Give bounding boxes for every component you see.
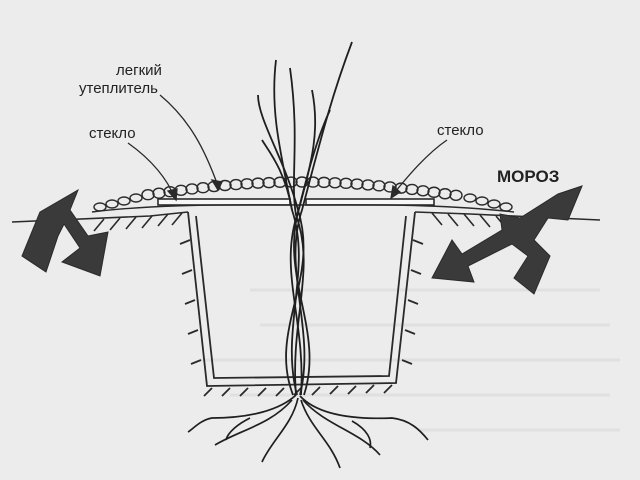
insulation-coil <box>361 179 375 191</box>
insulation-coil <box>383 181 397 193</box>
insulation-coil <box>262 176 276 189</box>
insulation-coil <box>427 186 441 198</box>
label-glass-left: стекло <box>89 125 136 142</box>
insulation-coil <box>185 183 199 195</box>
insulation-coil <box>129 193 143 203</box>
insulation-coil <box>295 176 309 188</box>
insulation-coil <box>105 199 119 209</box>
insulation-coil <box>117 196 131 206</box>
label-light-insulation-line2: утеплитель <box>79 80 158 97</box>
insulation-coil <box>240 178 254 190</box>
plant-roots <box>187 394 429 469</box>
insulation-coil <box>196 181 210 194</box>
insulation-coil <box>416 185 430 197</box>
insulation-coil <box>229 178 243 191</box>
insulation-coil <box>475 196 489 206</box>
leader-lines <box>127 94 448 202</box>
insulation-coil <box>438 188 452 200</box>
insulation-coil <box>251 177 265 189</box>
insulation-coil <box>405 183 419 196</box>
label-frost: МОРОЗ <box>497 167 560 186</box>
label-glass-right: стекло <box>437 122 484 139</box>
insulation-coil <box>306 176 320 188</box>
insulation-coil <box>499 202 513 212</box>
frost-arrow-left <box>21 188 109 277</box>
insulation-coil <box>372 180 386 192</box>
background-texture <box>200 288 620 432</box>
insulation-coil <box>449 189 463 201</box>
insulation-coil <box>141 189 155 201</box>
insulation-coil <box>328 177 342 189</box>
insulation-coil <box>93 202 107 212</box>
insulation-coil <box>463 193 477 203</box>
insulation-coil <box>350 178 364 190</box>
plant-stems <box>257 41 353 396</box>
insulation-coil <box>487 199 501 209</box>
insulation-coil <box>339 177 353 190</box>
label-light-insulation-line1: легкий <box>116 62 162 79</box>
insulation-coil <box>152 187 166 199</box>
frost-arrow-right <box>431 185 583 295</box>
insulation-coil <box>317 176 331 189</box>
